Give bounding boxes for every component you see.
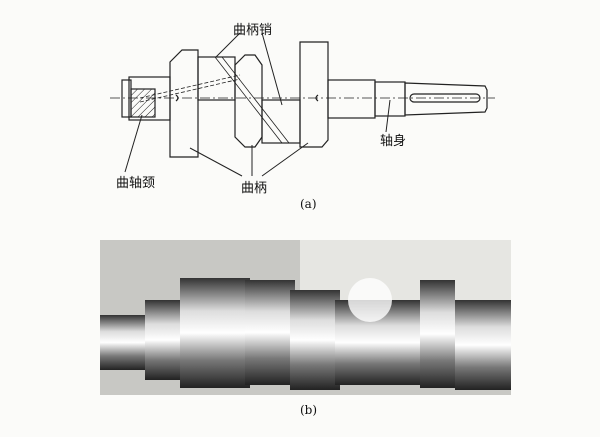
oil-passage-diagonal [214, 56, 290, 144]
label-main-journal: 曲轴颈 [116, 176, 156, 191]
shaft-step [374, 81, 406, 117]
journal-section [130, 88, 156, 118]
label-crank-pin: 曲柄销 [233, 23, 273, 38]
shaft [327, 79, 376, 119]
end-cap [121, 79, 132, 118]
crank-pin-1 [197, 56, 236, 101]
oil-passage [139, 74, 241, 103]
label-crank-web: 曲柄 [241, 181, 268, 196]
keyway [409, 93, 481, 103]
caption-a: (a) [300, 197, 317, 211]
crankshaft-photo [100, 240, 511, 395]
crank-web-2 [234, 54, 263, 148]
crank-web-1 [169, 49, 199, 158]
notch [175, 94, 319, 102]
crank-web-3 [299, 41, 329, 148]
crank-pin-2 [261, 99, 301, 144]
taper-end [404, 82, 488, 116]
caption-b: (b) [300, 403, 318, 417]
label-shaft-body: 轴身 [380, 134, 407, 149]
